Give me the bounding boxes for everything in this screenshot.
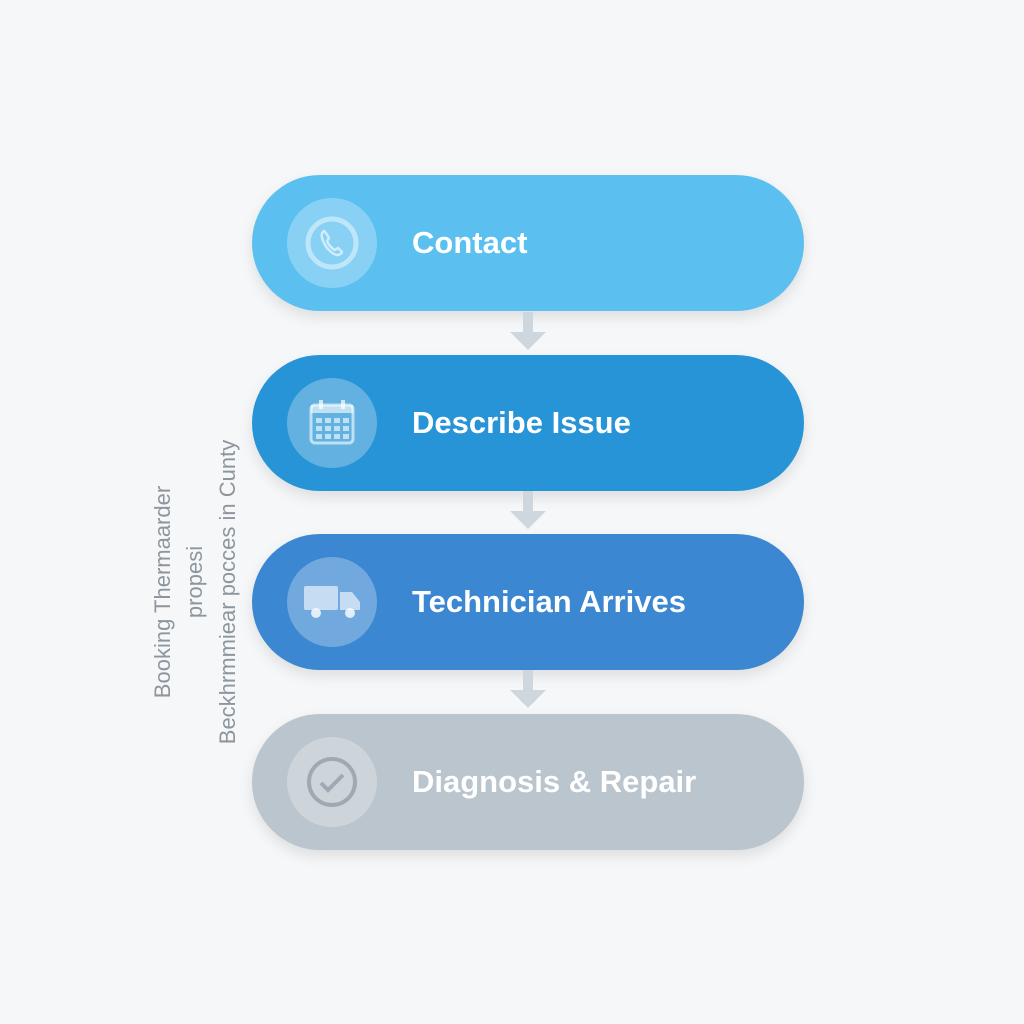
- side-text-line2: propesi: [182, 545, 207, 619]
- calendar-icon: [287, 378, 377, 468]
- check-circle-icon: [287, 737, 377, 827]
- step-contact: Contact: [252, 175, 804, 311]
- arrow-down-icon: [510, 491, 546, 529]
- step-technician-arrives: Technician Arrives: [252, 534, 804, 670]
- step-diagnosis-repair: Diagnosis & Repair: [252, 714, 804, 850]
- step-label: Diagnosis & Repair: [412, 764, 697, 799]
- phone-icon: [287, 198, 377, 288]
- arrow-down-icon: [510, 670, 546, 708]
- step-label: Technician Arrives: [412, 584, 686, 619]
- step-label: Contact: [412, 225, 528, 260]
- step-describe-issue: Describe Issue: [252, 355, 804, 491]
- side-text-line3: Beckhrmmiear pocces in Cunty: [215, 439, 240, 745]
- truck-icon: [287, 557, 377, 647]
- side-text-line1: Booking Thermaarder: [150, 485, 175, 699]
- arrow-down-icon: [510, 312, 546, 350]
- step-label: Describe Issue: [412, 405, 631, 440]
